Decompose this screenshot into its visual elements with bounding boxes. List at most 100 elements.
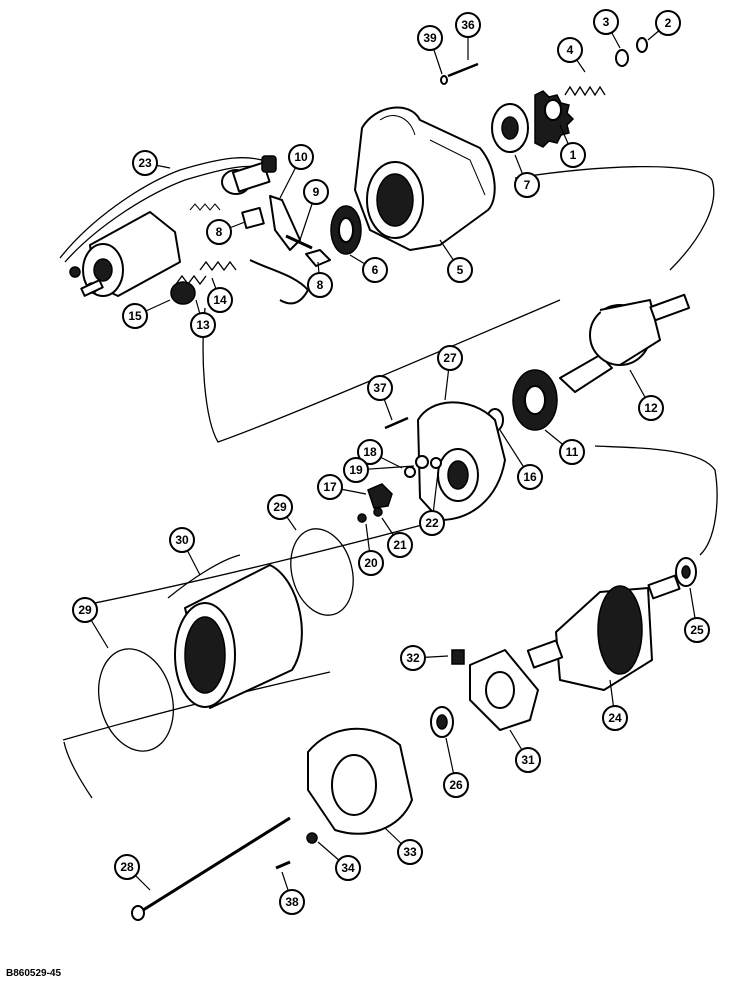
callout-number: 9 (313, 185, 320, 199)
callout-number: 15 (128, 309, 142, 323)
callout-31: 31 (509, 729, 541, 773)
output-shaft (559, 293, 691, 393)
callout-circle (655, 10, 681, 36)
callout-number: 14 (213, 293, 227, 307)
callout-19: 19 (343, 457, 415, 483)
callout-number: 16 (523, 470, 537, 484)
callout-circle (684, 617, 710, 643)
callout-24: 24 (602, 679, 628, 731)
callout-circle (335, 855, 361, 881)
rear-bearing (430, 706, 454, 738)
callout-circle (387, 532, 413, 558)
washer (615, 49, 629, 67)
callout-4: 4 (557, 37, 586, 73)
callout-circle (169, 527, 195, 553)
callout-circle (557, 37, 583, 63)
brush-holder (451, 649, 539, 731)
callout-number: 12 (644, 401, 658, 415)
callout-number: 31 (521, 753, 535, 767)
thru-bolt-head (131, 905, 145, 921)
callout-25: 25 (684, 587, 710, 643)
callout-29: 29 (72, 597, 109, 649)
o-ring-left (98, 648, 174, 752)
callout-3: 3 (593, 9, 621, 49)
callout-18: 18 (357, 439, 403, 469)
callout-22: 22 (419, 471, 445, 536)
callout-10: 10 (279, 144, 314, 199)
callout-circle (602, 705, 628, 731)
callout-number: 36 (461, 18, 475, 32)
callout-number: 13 (196, 318, 210, 332)
callout-circle (437, 345, 463, 371)
pinion-gear (534, 90, 575, 148)
callout-circle (206, 219, 232, 245)
washer-small (440, 75, 448, 85)
callout-number: 18 (363, 445, 377, 459)
callout-39: 39 (417, 25, 443, 75)
callout-number: 29 (273, 500, 287, 514)
seal (330, 205, 362, 255)
callout-number: 38 (285, 895, 299, 909)
end-cover (307, 727, 413, 835)
callout-16: 16 (499, 429, 543, 490)
callout-36: 36 (455, 12, 481, 60)
callout-labels: 1234567889101112131415161718192021222324… (72, 9, 710, 915)
callout-28: 28 (114, 854, 151, 891)
callout-13: 13 (190, 299, 216, 338)
callout-circle (400, 645, 426, 671)
callout-circle (514, 172, 540, 198)
thru-bolt (139, 816, 291, 914)
callout-circle (443, 772, 469, 798)
callout-38: 38 (279, 871, 305, 915)
callout-21: 21 (381, 517, 413, 558)
callout-circle (132, 150, 158, 176)
callout-number: 37 (373, 381, 387, 395)
callout-number: 2 (665, 16, 672, 30)
callout-14: 14 (207, 277, 233, 313)
callout-8: 8 (206, 219, 246, 245)
callout-circle (447, 257, 473, 283)
callout-number: 25 (690, 623, 704, 637)
callout-6: 6 (349, 254, 388, 283)
callout-32: 32 (400, 645, 449, 671)
callout-circle (114, 854, 140, 880)
callout-circle (560, 142, 586, 168)
callout-2: 2 (647, 10, 681, 41)
callout-number: 6 (372, 263, 379, 277)
callout-number: 32 (406, 651, 420, 665)
callout-12: 12 (629, 369, 664, 421)
solenoid (69, 211, 181, 297)
callout-number: 10 (294, 150, 308, 164)
armature (526, 574, 681, 691)
callout-circle (417, 25, 443, 51)
snap-ring (636, 37, 648, 53)
callout-8: 8 (307, 261, 333, 298)
callout-5: 5 (439, 239, 473, 283)
lever-pivot-parts (357, 416, 442, 523)
callout-circle (357, 439, 383, 465)
callout-number: 30 (175, 533, 189, 547)
callout-circle (455, 12, 481, 38)
screw-small (275, 860, 291, 870)
pinion-spring (564, 85, 606, 97)
callout-number: 3 (603, 15, 610, 29)
callout-circle (367, 375, 393, 401)
callout-number: 29 (78, 603, 92, 617)
callout-number: 19 (349, 463, 363, 477)
lever-block (305, 249, 331, 267)
planet-gear (512, 369, 558, 431)
callout-circle (517, 464, 543, 490)
callout-circle (303, 179, 329, 205)
callout-7: 7 (514, 154, 540, 198)
field-frame (167, 554, 303, 709)
callout-number: 22 (425, 516, 439, 530)
front-bearing (491, 103, 529, 153)
callout-circle (317, 474, 343, 500)
drive-lever (241, 195, 309, 305)
callout-30: 30 (169, 527, 201, 576)
callout-circle (343, 457, 369, 483)
callout-number: 27 (443, 351, 457, 365)
callout-1: 1 (559, 124, 586, 168)
callout-26: 26 (443, 737, 469, 798)
callout-circle (593, 9, 619, 35)
